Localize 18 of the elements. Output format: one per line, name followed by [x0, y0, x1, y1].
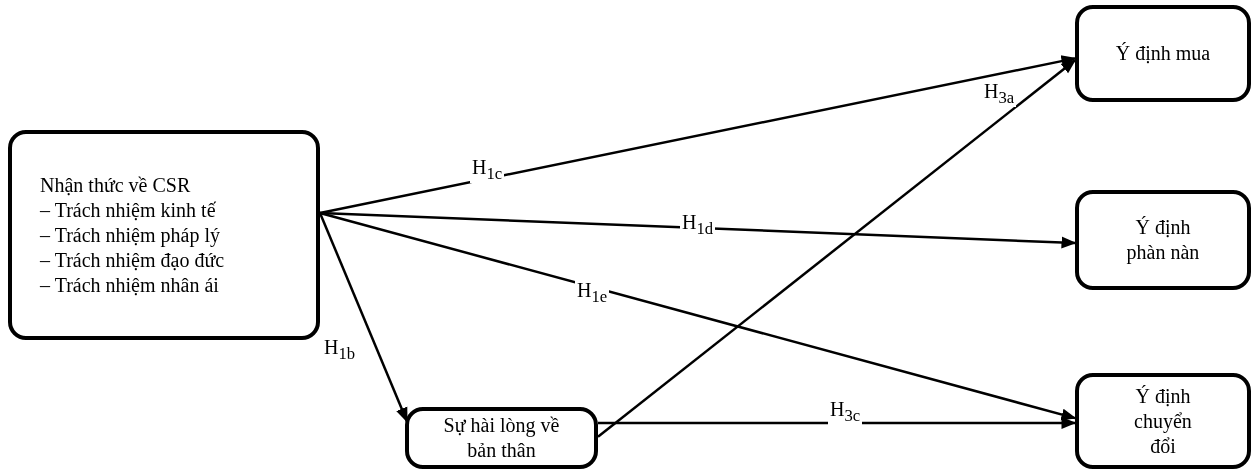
node-text: Ý định chuyển đổi [1133, 383, 1193, 459]
rounded-box [1075, 5, 1251, 102]
arrow [597, 59, 1077, 438]
node-text: Nhận thức về CSR [40, 172, 191, 198]
node-text: Sự hài lòng về bản thân [442, 413, 561, 463]
rounded-box [1075, 373, 1251, 469]
node-text: Ý định mua [1115, 41, 1211, 66]
rounded-box [8, 130, 320, 340]
node-text: – Trách nhiệm kinh tế [40, 197, 216, 223]
arrow [598, 416, 1077, 429]
node-text: – Trách nhiệm đạo đức [40, 247, 225, 273]
rounded-box [1075, 190, 1251, 290]
node-text: – Trách nhiệm pháp lý [40, 222, 220, 248]
arrow [319, 211, 1077, 421]
rounded-box [405, 407, 598, 469]
node-text: – Trách nhiệm nhân ái [40, 272, 219, 298]
node-text: Ý định phàn nàn [1125, 215, 1201, 265]
arrow [319, 55, 1077, 215]
